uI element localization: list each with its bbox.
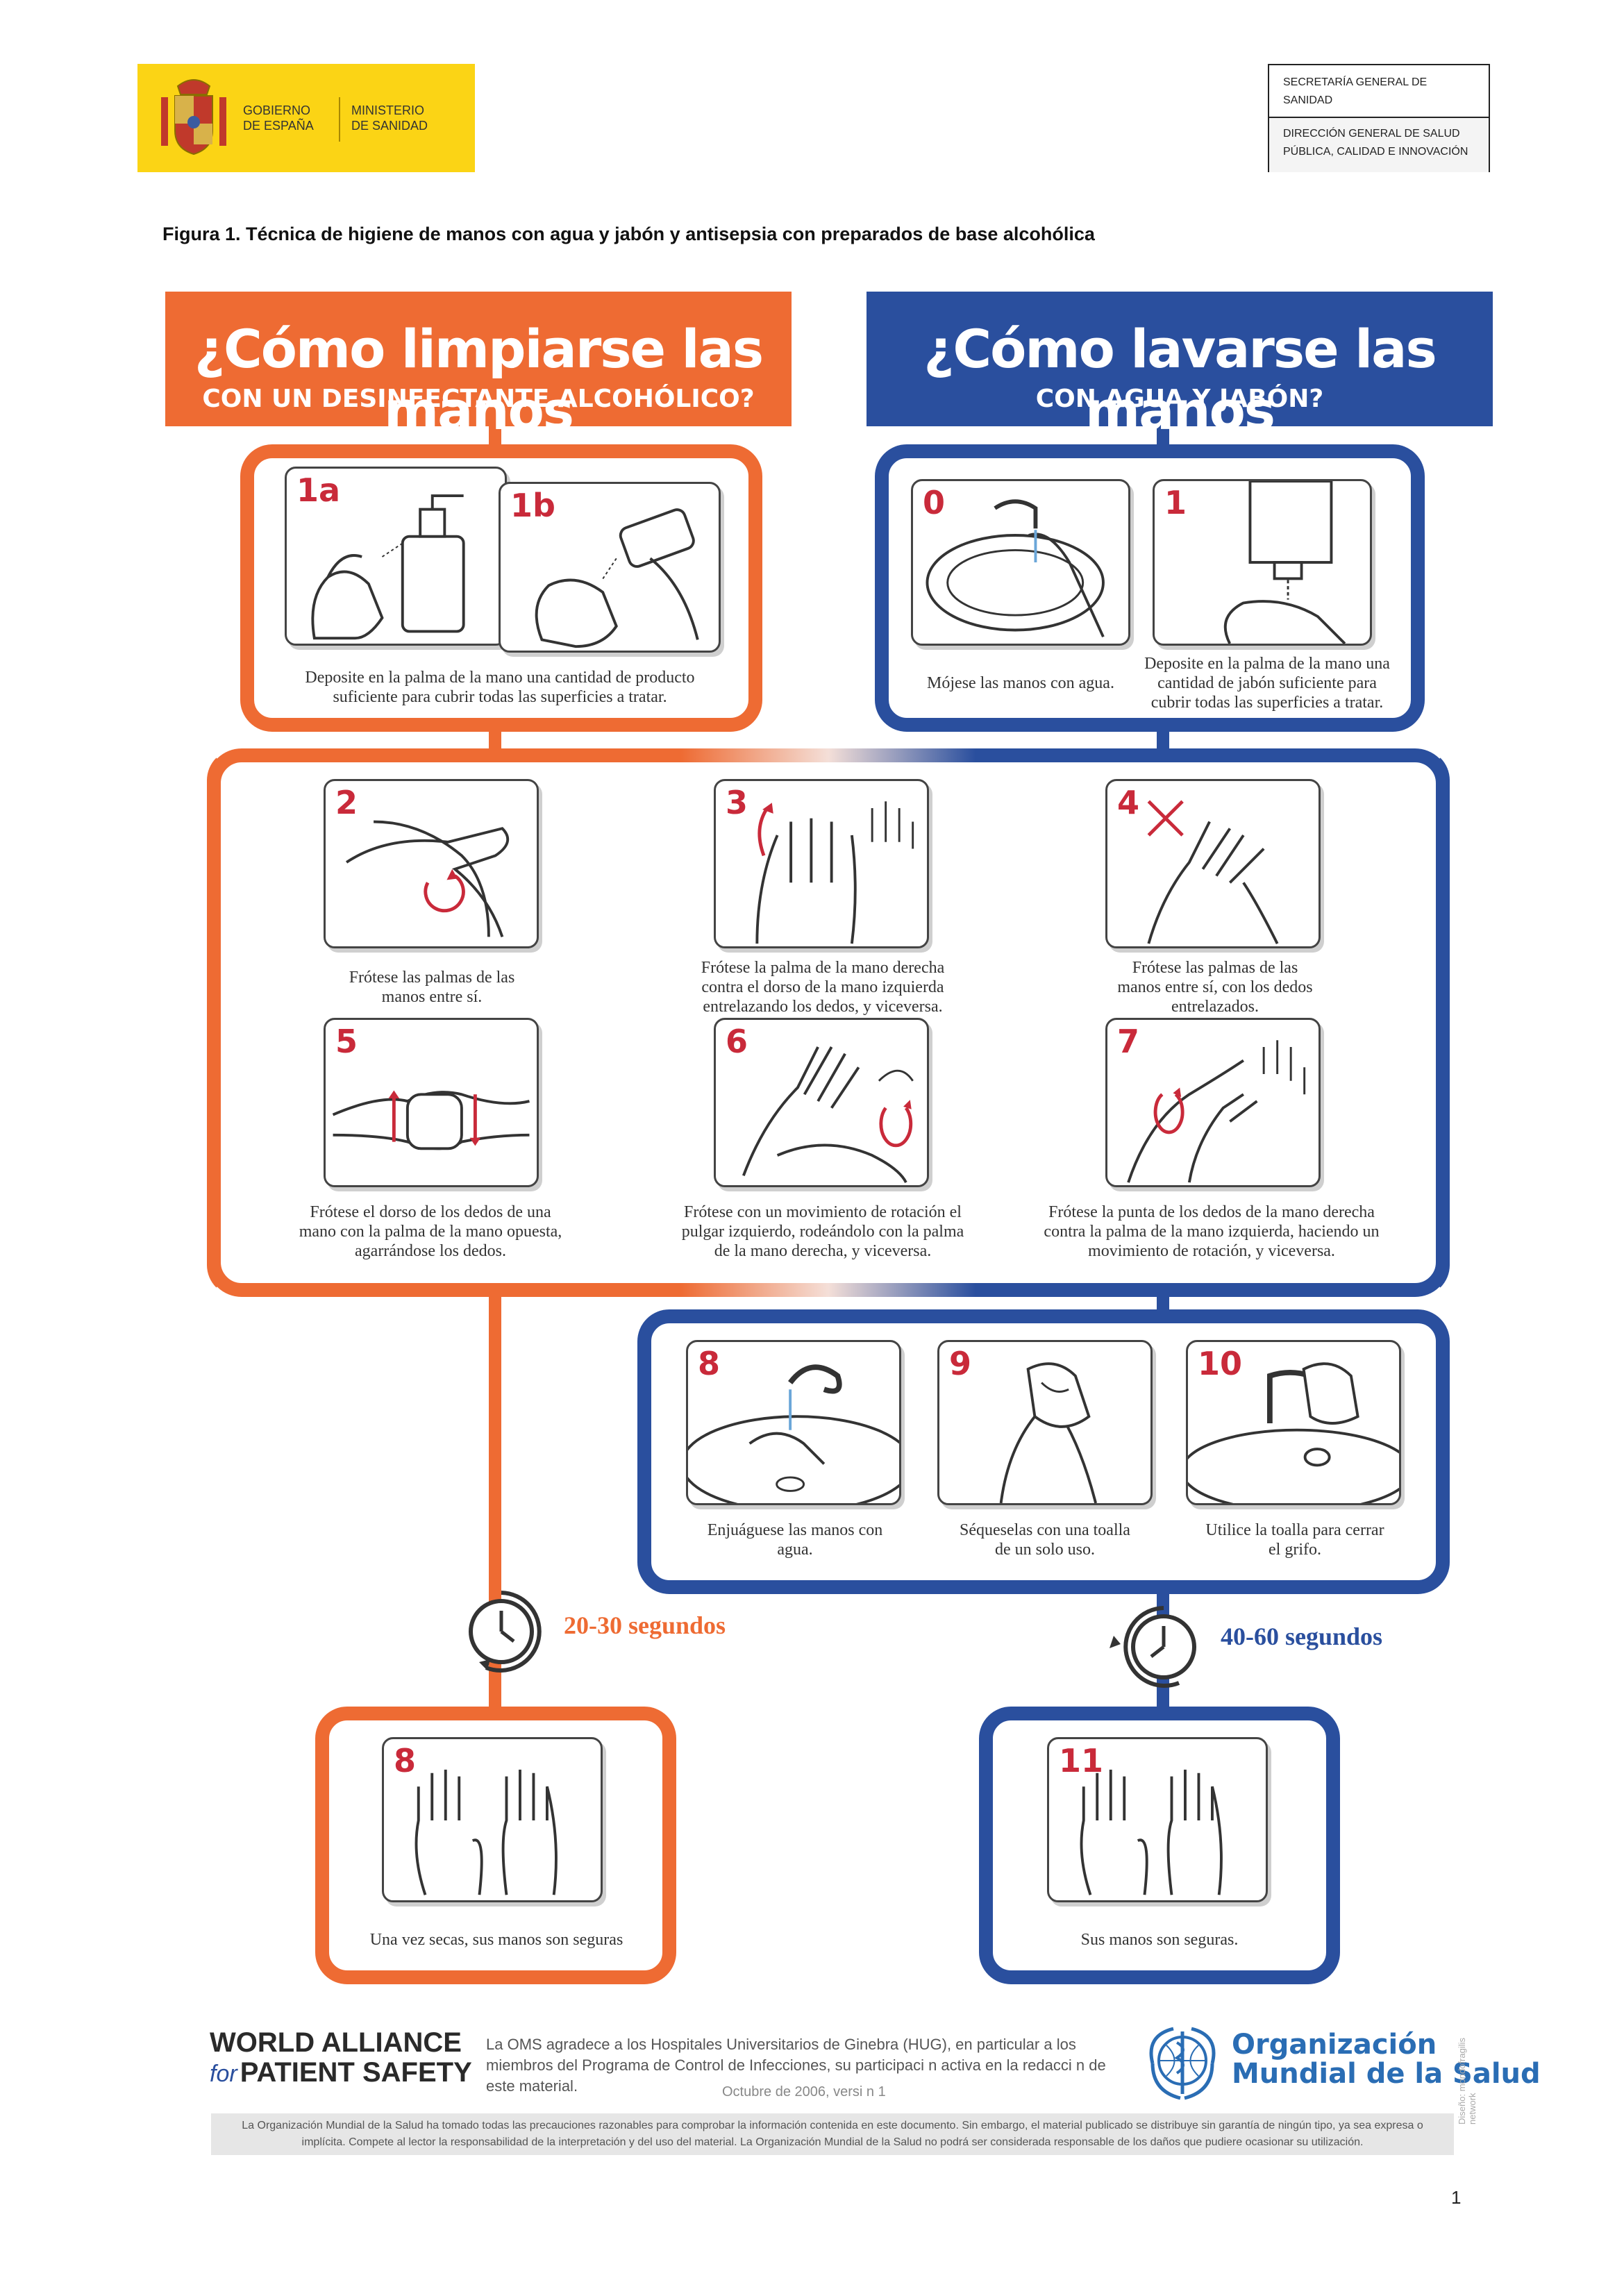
left-timer-label: 20-30 segundos xyxy=(564,1611,726,1639)
step-4-caption: Frótese las palmas de las manos entre sí… xyxy=(1117,959,1313,1016)
step-7-caption: Frótese la punta de los dedos de la mano… xyxy=(1044,1203,1380,1260)
coat-of-arms-icon xyxy=(161,79,226,156)
gobierno-espana-logo: GOBIERNO DE ESPAÑA MINISTERIO DE SANIDAD xyxy=(137,64,475,172)
logo-separator xyxy=(339,97,340,142)
oms-acknowledgement: La OMS agradece a los Hospitales Univers… xyxy=(486,2036,1106,2095)
right-timer-label: 40-60 segundos xyxy=(1221,1623,1383,1650)
secretaria-box: SECRETARÍA GENERAL DE SANIDAD DIRECCIÓN … xyxy=(1268,64,1490,172)
close-tap-towel-icon xyxy=(1188,1362,1399,1503)
step-8-final-caption: Una vez secas, sus manos son seguras xyxy=(369,1931,623,1949)
step-1b-panel: 1b xyxy=(499,482,721,653)
step-2-number: 2 xyxy=(335,784,358,821)
figure-title: Figura 1. Técnica de higiene de manos co… xyxy=(162,224,1095,244)
who-name-line2: Mundial de la Salud xyxy=(1232,2058,1541,2090)
world-alliance-for: for xyxy=(210,2061,237,2087)
page-number: 1 xyxy=(1451,2187,1462,2208)
step-8-final-number: 8 xyxy=(394,1742,417,1779)
step-10-number: 10 xyxy=(1198,1345,1243,1382)
step-7-panel: 7 xyxy=(1105,1018,1321,1187)
step-2-caption: Frótese las palmas de las manos entre sí… xyxy=(349,969,515,1006)
logo-ministerio-text: MINISTERIO DE SANIDAD xyxy=(351,103,428,133)
step-3-panel: 3 xyxy=(714,779,929,948)
who-name: Organización Mundial de la Salud xyxy=(1232,2030,1541,2088)
step-1b-number: 1b xyxy=(510,487,555,524)
fingertips-rotation-icon xyxy=(1127,1040,1306,1183)
step-8-rinse-caption: Enjuáguese las manos con agua. xyxy=(707,1521,883,1559)
step-2-panel: 2 xyxy=(324,779,539,948)
step-4-panel: 4 xyxy=(1105,779,1321,948)
step-6-number: 6 xyxy=(726,1023,748,1060)
step-6-caption: Frótese con un movimiento de rotación el… xyxy=(681,1203,964,1260)
step-8-rinse-number: 8 xyxy=(698,1345,721,1382)
left-stopwatch-icon xyxy=(469,1591,542,1673)
step-9-panel: 9 xyxy=(937,1340,1153,1505)
who-name-line1: Organización xyxy=(1232,2029,1437,2061)
step-0-caption: Mójese las manos con agua. xyxy=(927,674,1114,692)
right-stopwatch-icon xyxy=(1110,1606,1196,1688)
middle-frame-gradient-border xyxy=(207,748,1450,1297)
step-11-caption: Sus manos son seguras. xyxy=(1080,1931,1239,1949)
secretaria-text: SECRETARÍA GENERAL DE SANIDAD xyxy=(1269,65,1489,118)
step-9-caption: Séqueselas con una toalla de un solo uso… xyxy=(960,1521,1130,1559)
logo-gobierno-text: GOBIERNO DE ESPAÑA xyxy=(243,103,314,133)
step-0-number: 0 xyxy=(923,484,946,521)
design-credit: Diseño: mondofragilis network xyxy=(1457,2037,1477,2125)
step-5-caption: Frótese el dorso de los dedos de una man… xyxy=(299,1203,562,1260)
bottle-pour-icon xyxy=(535,508,699,648)
finger-grip-icon xyxy=(332,1090,530,1150)
step-1-caption: Deposite en la palma de la mano una cant… xyxy=(1144,655,1390,712)
step-4-number: 4 xyxy=(1117,784,1140,821)
dry-towel-icon xyxy=(999,1362,1097,1503)
step-7-number: 7 xyxy=(1117,1023,1140,1060)
step-1-number: 1 xyxy=(1164,484,1187,521)
step-0-panel: 0 xyxy=(911,479,1130,646)
world-alliance-line1: WORLD ALLIANCE xyxy=(210,2027,462,2058)
step-8-rinse-panel: 8 xyxy=(686,1340,901,1505)
soap-dispenser-icon xyxy=(1223,481,1346,644)
rinse-hands-icon xyxy=(688,1364,899,1503)
right-banner-title: ¿Cómo lavarse las manos xyxy=(923,318,1437,442)
step-11-panel: 11 xyxy=(1047,1737,1268,1902)
oms-date: Octubre de 2006, versi n 1 xyxy=(722,2084,886,2100)
who-disclaimer: La Organización Mundial de la Salud ha t… xyxy=(211,2113,1454,2155)
interlaced-fingers-icon xyxy=(1147,800,1279,944)
step-1-panel: 1 xyxy=(1153,479,1372,646)
who-emblem-icon xyxy=(1149,2027,1216,2100)
left-banner-subtitle: CON UN DESINFECTANTE ALCOHÓLICO? xyxy=(202,385,755,413)
left-banner-title: ¿Cómo limpiarse las manos xyxy=(194,318,764,442)
step-3-number: 3 xyxy=(726,784,748,821)
back-of-hand-rub-icon xyxy=(755,801,914,944)
left-banner: ¿Cómo limpiarse las manos CON UN DESINFE… xyxy=(165,292,792,442)
step-8-final-panel: 8 xyxy=(382,1737,603,1902)
patient-safety-text: PATIENT SAFETY xyxy=(240,2057,472,2088)
step-3-caption: Frótese la palma de la mano derecha cont… xyxy=(701,959,945,1016)
open-hands-icon xyxy=(415,1769,558,1895)
step-10-caption: Utilice la toalla para cerrar el grifo. xyxy=(1205,1521,1384,1559)
step-11-number: 11 xyxy=(1059,1742,1104,1779)
step-5-number: 5 xyxy=(335,1023,358,1060)
step-9-number: 9 xyxy=(949,1345,972,1382)
palms-rub-icon xyxy=(345,820,510,937)
safe-hands-icon xyxy=(1080,1769,1223,1895)
right-banner-subtitle: CON AGUA Y JABÓN? xyxy=(1035,385,1324,413)
step-1a-number: 1a xyxy=(296,471,341,509)
step-5-panel: 5 xyxy=(324,1018,539,1187)
step-10-panel: 10 xyxy=(1186,1340,1401,1505)
step-6-panel: 6 xyxy=(714,1018,929,1187)
dispenser-pump-icon xyxy=(311,494,465,640)
direccion-text: DIRECCIÓN GENERAL DE SALUD PÚBLICA, CALI… xyxy=(1269,118,1489,172)
sink-faucet-icon xyxy=(926,499,1105,638)
thumb-rotation-icon xyxy=(742,1046,914,1184)
step-1ab-caption: Deposite en la palma de la mano una cant… xyxy=(305,669,695,706)
step-1a-panel: 1a xyxy=(285,467,507,646)
right-banner: ¿Cómo lavarse las manos CON AGUA Y JABÓN… xyxy=(867,292,1493,442)
